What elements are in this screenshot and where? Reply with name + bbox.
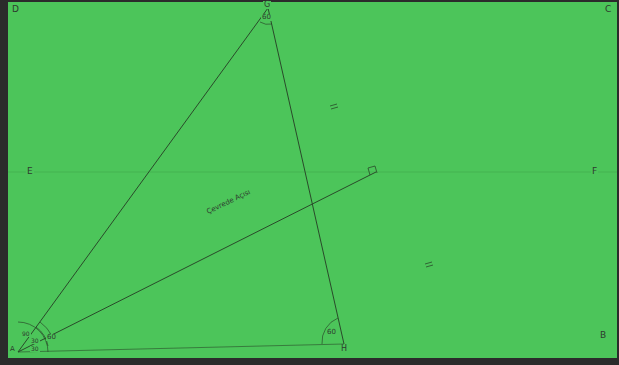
point-label: D bbox=[11, 5, 20, 14]
triangle-side bbox=[18, 8, 268, 352]
angle-arc bbox=[322, 318, 338, 344]
point-label: A bbox=[9, 346, 16, 353]
angle-label: 90 bbox=[21, 331, 31, 337]
tick-mark bbox=[331, 107, 338, 109]
point-label: G bbox=[263, 1, 271, 9]
point-label: C bbox=[604, 5, 612, 14]
angle-arc bbox=[18, 322, 48, 352]
bottom-edge-line bbox=[18, 344, 344, 352]
angle-label: 30 bbox=[30, 346, 40, 352]
point-label: F bbox=[591, 167, 598, 176]
triangle-side bbox=[268, 8, 344, 344]
point-label: E bbox=[26, 167, 34, 176]
tick-mark bbox=[330, 104, 337, 106]
tick-mark bbox=[426, 265, 433, 267]
altitude-line bbox=[18, 172, 376, 352]
angle-label: 60 bbox=[326, 329, 337, 336]
fold-line bbox=[8, 172, 617, 173]
right-angle-mark bbox=[368, 166, 377, 175]
point-label: H bbox=[340, 345, 348, 353]
angle-label: 60 bbox=[261, 14, 272, 21]
green-paper bbox=[8, 2, 617, 358]
angle-arc bbox=[260, 22, 272, 24]
angle-label: 30 bbox=[30, 338, 40, 344]
point-label: B bbox=[599, 331, 607, 340]
angle-label: 60 bbox=[46, 334, 57, 341]
tick-mark bbox=[425, 262, 432, 264]
